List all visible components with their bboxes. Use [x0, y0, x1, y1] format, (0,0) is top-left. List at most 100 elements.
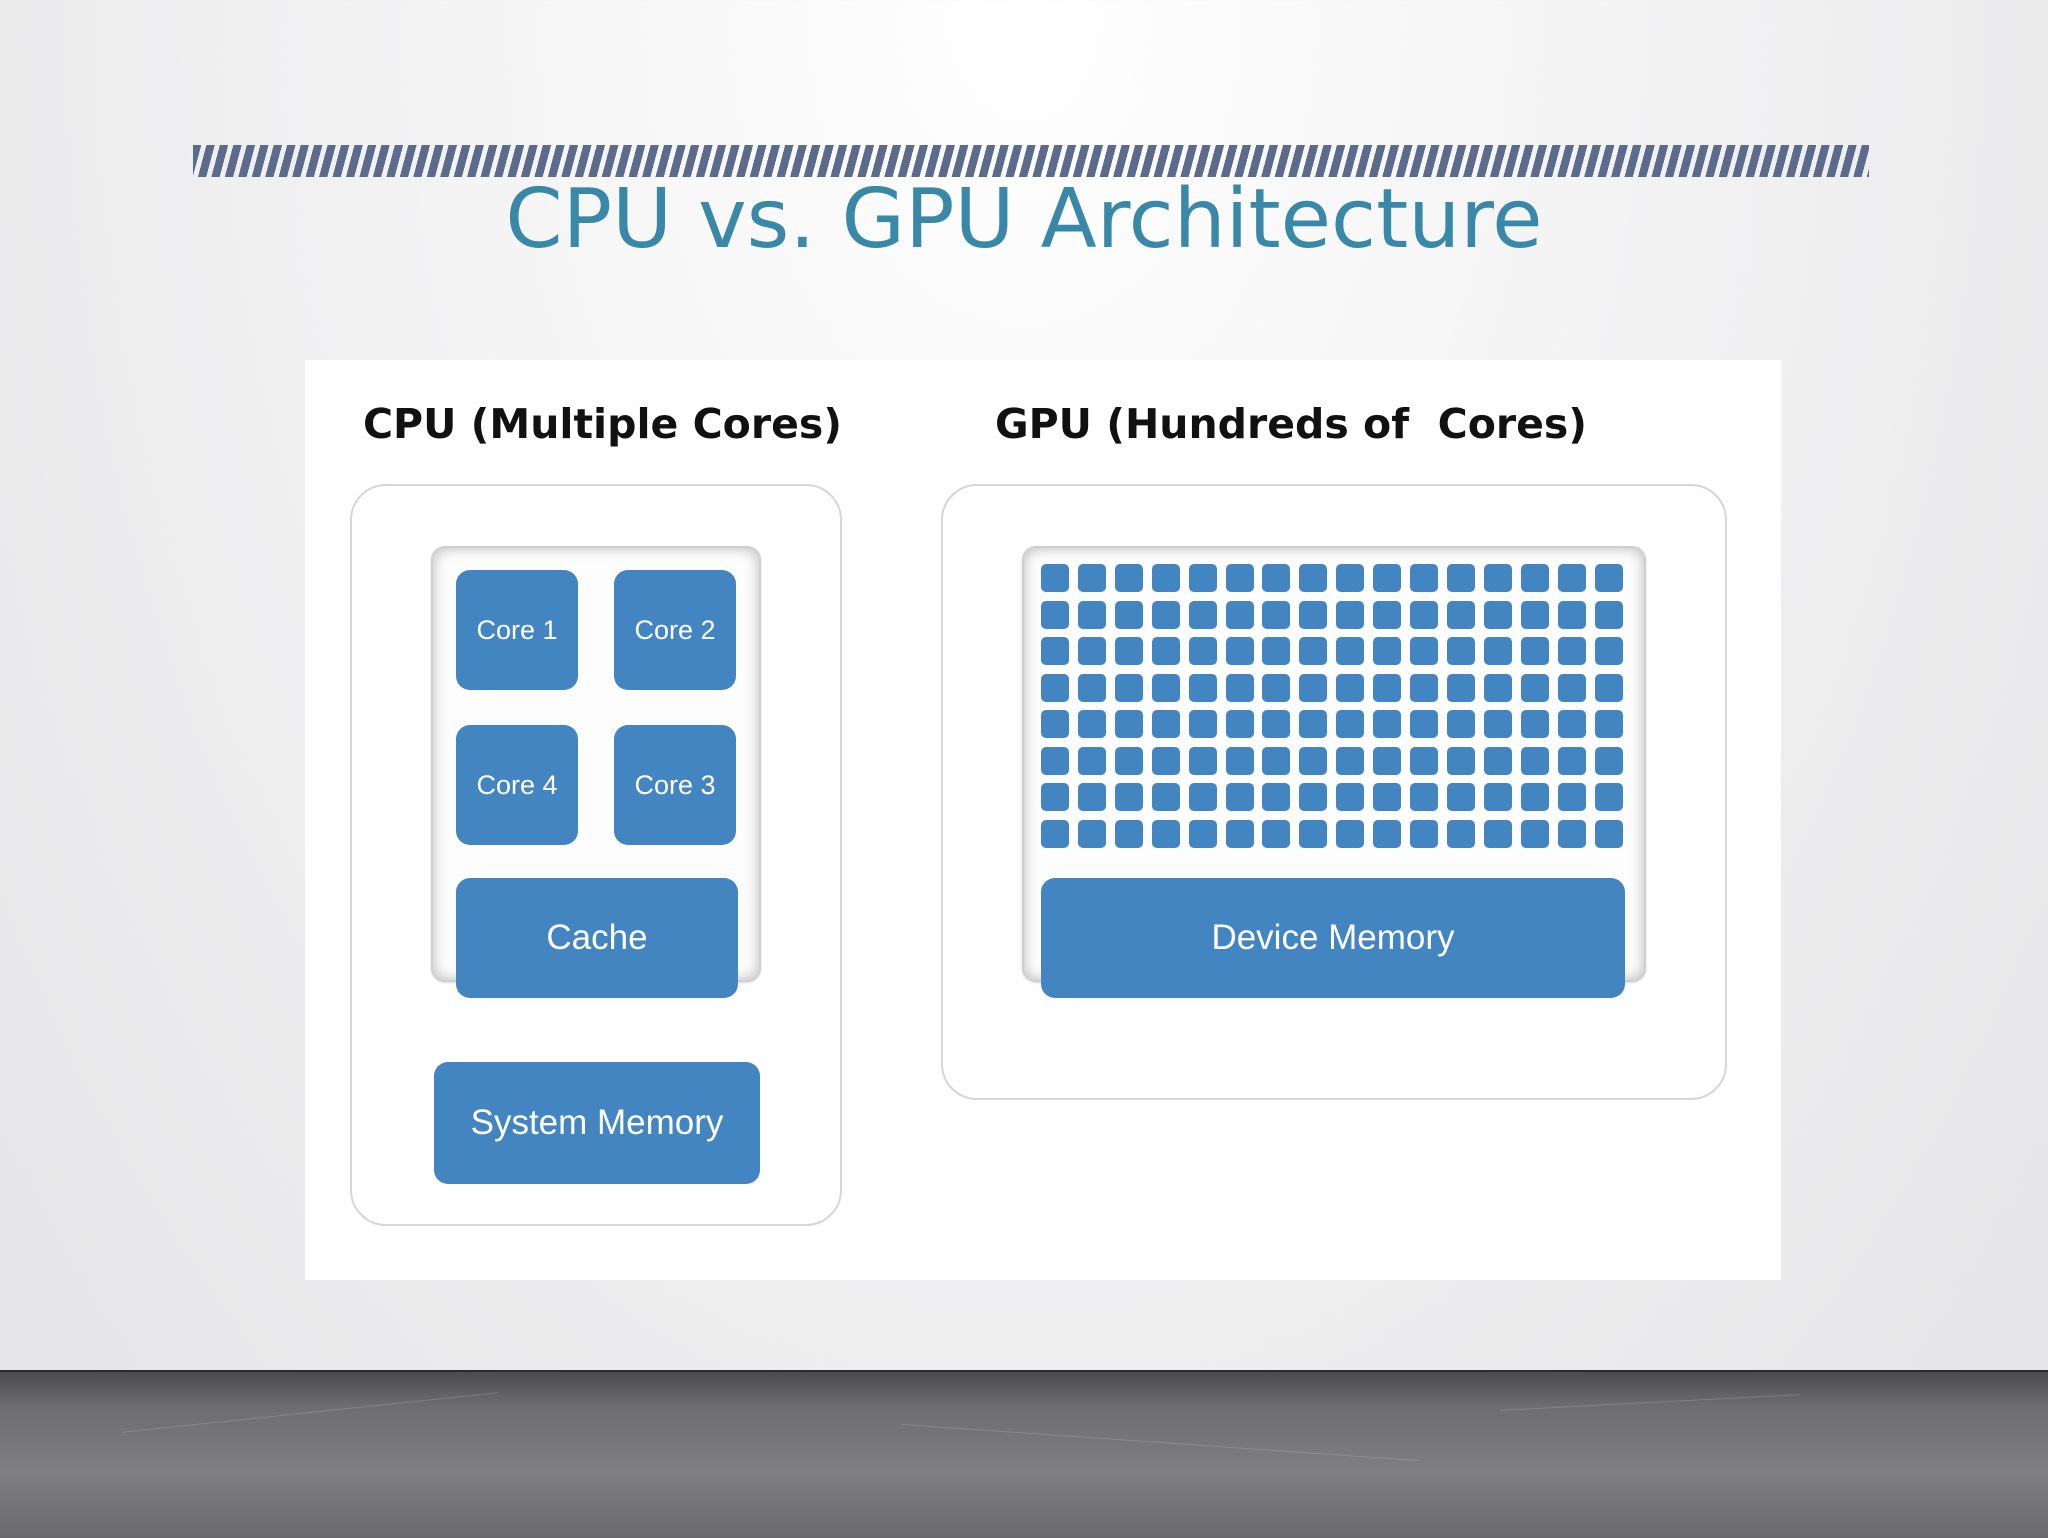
- gpu-core: [1410, 819, 1438, 848]
- gpu-core: [1520, 783, 1549, 811]
- gpu-core: [1594, 783, 1623, 811]
- gpu-core: [1299, 746, 1328, 775]
- gpu-core: [1041, 564, 1069, 592]
- gpu-core: [1114, 673, 1143, 702]
- gpu-core: [1336, 600, 1365, 629]
- gpu-core: [1446, 710, 1475, 738]
- gpu-core: [1188, 564, 1217, 592]
- gpu-core: [1373, 564, 1402, 592]
- gpu-core: [1151, 564, 1180, 592]
- gpu-core: [1299, 637, 1328, 665]
- gpu-core: [1114, 783, 1143, 811]
- gpu-core: [1557, 564, 1586, 592]
- gpu-core: [1446, 600, 1475, 629]
- gpu-core: [1336, 783, 1365, 811]
- gpu-core: [1041, 637, 1069, 665]
- cpu-core-2: Core 2: [614, 570, 736, 690]
- gpu-core: [1151, 600, 1180, 629]
- gpu-core: [1594, 746, 1623, 775]
- gpu-core: [1520, 673, 1549, 702]
- gpu-core: [1299, 673, 1328, 702]
- gpu-core: [1520, 710, 1549, 738]
- gpu-core: [1336, 819, 1365, 848]
- gpu-core: [1225, 746, 1254, 775]
- gpu-core: [1520, 637, 1549, 665]
- gpu-core: [1077, 637, 1106, 665]
- cpu-core-1: Core 1: [456, 570, 578, 690]
- floor-background: [0, 1370, 2048, 1538]
- gpu-core: [1188, 600, 1217, 629]
- gpu-core: [1336, 746, 1365, 775]
- gpu-core: [1262, 673, 1291, 702]
- gpu-core: [1594, 600, 1623, 629]
- gpu-core: [1041, 819, 1069, 848]
- gpu-core: [1373, 673, 1402, 702]
- gpu-core: [1041, 600, 1069, 629]
- gpu-core: [1557, 637, 1586, 665]
- gpu-core: [1373, 637, 1402, 665]
- gpu-core: [1557, 783, 1586, 811]
- gpu-core: [1188, 710, 1217, 738]
- device-memory: Device Memory: [1041, 878, 1625, 998]
- gpu-heading: GPU (Hundreds of Cores): [994, 400, 1588, 448]
- gpu-core: [1446, 746, 1475, 775]
- gpu-core: [1594, 564, 1623, 592]
- gpu-core: [1041, 783, 1069, 811]
- decorative-stripe-bar: [193, 145, 1869, 177]
- gpu-core: [1188, 819, 1217, 848]
- gpu-core: [1225, 637, 1254, 665]
- gpu-core: [1299, 564, 1328, 592]
- gpu-core: [1262, 819, 1291, 848]
- gpu-core: [1151, 746, 1180, 775]
- gpu-core: [1410, 746, 1438, 775]
- gpu-core: [1114, 637, 1143, 665]
- gpu-core: [1373, 710, 1402, 738]
- gpu-core: [1446, 819, 1475, 848]
- gpu-core: [1483, 637, 1512, 665]
- gpu-core: [1410, 564, 1438, 592]
- gpu-core: [1225, 600, 1254, 629]
- gpu-core: [1336, 673, 1365, 702]
- gpu-core: [1114, 564, 1143, 592]
- cpu-cache: Cache: [456, 878, 738, 998]
- gpu-core: [1557, 710, 1586, 738]
- gpu-core: [1077, 819, 1106, 848]
- gpu-core: [1262, 600, 1291, 629]
- gpu-core: [1299, 710, 1328, 738]
- gpu-core: [1483, 783, 1512, 811]
- gpu-core: [1520, 819, 1549, 848]
- gpu-core: [1077, 746, 1106, 775]
- cpu-core-3: Core 3: [614, 725, 736, 845]
- gpu-core: [1151, 819, 1180, 848]
- gpu-core: [1446, 673, 1475, 702]
- gpu-core: [1410, 600, 1438, 629]
- gpu-core: [1225, 673, 1254, 702]
- gpu-core: [1077, 710, 1106, 738]
- gpu-core: [1077, 783, 1106, 811]
- gpu-core: [1483, 710, 1512, 738]
- gpu-core-grid: [1041, 564, 1625, 848]
- gpu-core: [1114, 600, 1143, 629]
- gpu-core: [1262, 746, 1291, 775]
- gpu-core: [1188, 637, 1217, 665]
- gpu-core: [1483, 673, 1512, 702]
- gpu-core: [1262, 637, 1291, 665]
- gpu-core: [1041, 673, 1069, 702]
- gpu-core: [1557, 746, 1586, 775]
- gpu-core: [1594, 819, 1623, 848]
- gpu-core: [1077, 673, 1106, 702]
- system-memory: System Memory: [434, 1062, 760, 1184]
- gpu-core: [1483, 600, 1512, 629]
- gpu-core: [1520, 746, 1549, 775]
- gpu-core: [1557, 600, 1586, 629]
- gpu-core: [1151, 637, 1180, 665]
- gpu-core: [1077, 564, 1106, 592]
- gpu-core: [1262, 783, 1291, 811]
- gpu-core: [1299, 600, 1328, 629]
- gpu-core: [1483, 564, 1512, 592]
- gpu-core: [1041, 746, 1069, 775]
- gpu-core: [1299, 783, 1328, 811]
- gpu-core: [1151, 673, 1180, 702]
- gpu-core: [1225, 783, 1254, 811]
- gpu-core: [1520, 564, 1549, 592]
